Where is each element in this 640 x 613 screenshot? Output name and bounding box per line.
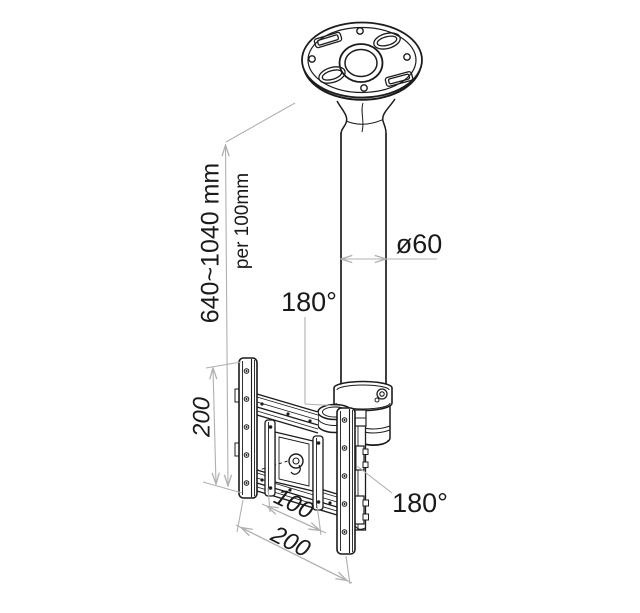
dim-100-line (267, 506, 320, 530)
ext-bracket-bottom (202, 481, 243, 494)
vesa-inner-rail-right (312, 435, 324, 511)
plate-oval-slot-bottomleft (318, 66, 346, 84)
plate-oval-slot-topright (373, 32, 401, 50)
plate-screw-holes (308, 27, 411, 92)
dim-bracket-height-line (213, 368, 216, 484)
height-range-label: 640~1040 mm (197, 163, 225, 324)
leader-swivel-lower (356, 465, 393, 494)
vesa-inner-rail-left (264, 419, 276, 497)
vesa-rail-left (234, 357, 258, 499)
bracket-height-label: 200 (188, 396, 215, 438)
plate-rect-slot-right (384, 71, 414, 87)
center-hook (288, 453, 304, 475)
plate-center-hole (338, 43, 384, 83)
dimension-lines (202, 102, 437, 585)
dim-200-line (241, 528, 347, 581)
height-clamp-collar (333, 380, 393, 412)
height-step-label: per 100mm (232, 173, 253, 269)
vesa-rail-right (336, 407, 356, 555)
leader-swivel-upper (304, 317, 341, 407)
swivel-lower-label: 180° (392, 488, 448, 518)
ext-200-left (236, 499, 244, 533)
ceiling-plate (301, 21, 423, 101)
bracket-width-label: 200 (266, 520, 315, 563)
leader-plate (225, 102, 296, 143)
crossbar-rivets (260, 402, 332, 505)
rail-left-holes (243, 368, 250, 486)
ext-bracket-top (205, 361, 242, 369)
plate-rect-slot-left (313, 31, 343, 49)
pole-neck (336, 98, 396, 135)
swivel-upper-label: 180° (281, 287, 337, 317)
dim-height-line (226, 145, 229, 486)
collar-screw (374, 388, 388, 403)
pole-diameter-label: ø60 (396, 229, 443, 259)
